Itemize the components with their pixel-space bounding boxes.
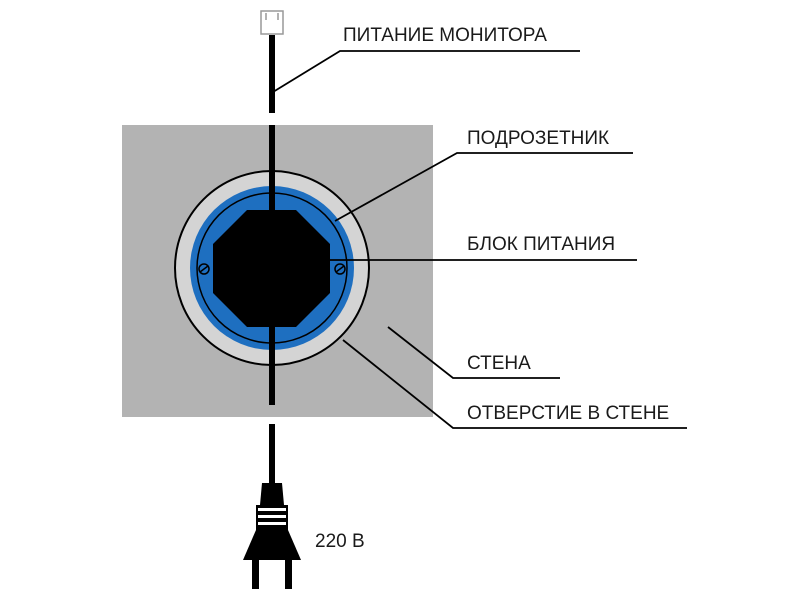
leader-flush-box (334, 152, 633, 222)
power-unit (213, 210, 330, 327)
label-wall: СТЕНА (467, 353, 531, 374)
label-voltage: 220 В (315, 531, 365, 552)
label-power-unit: БЛОК ПИТАНИЯ (467, 234, 615, 255)
monitor-connector-icon (260, 10, 284, 35)
plug-icon (243, 483, 301, 589)
leader-wall (387, 326, 560, 379)
leader-wall-hole (342, 339, 687, 429)
screw-icon (198, 263, 210, 275)
label-flush-box: ПОДРОЗЕТНИК (467, 128, 609, 149)
label-monitor-power: ПИТАНИЕ МОНИТОРА (343, 25, 547, 46)
screw-icon (334, 263, 346, 275)
leader-monitor-power (272, 50, 580, 93)
label-wall-hole: ОТВЕРСТИЕ В СТЕНЕ (467, 403, 669, 424)
